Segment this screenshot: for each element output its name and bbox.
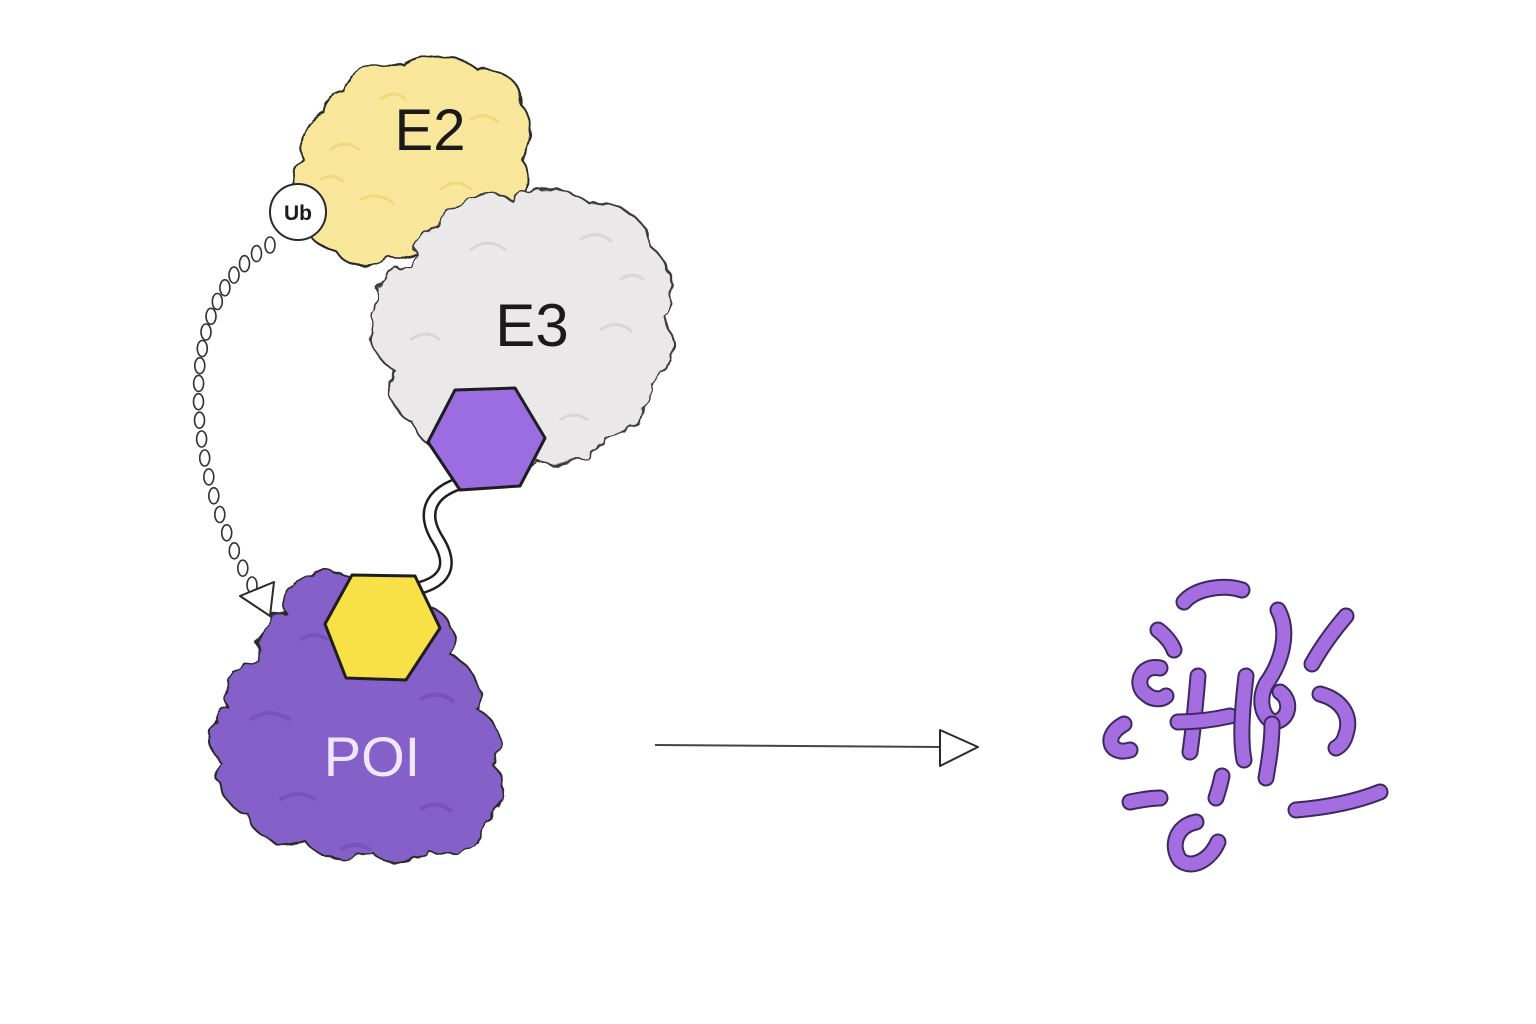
ubiquitin: Ub [269,183,327,241]
dotted-path [192,236,276,594]
e3-ligand-hexagon [426,386,547,492]
e2-texture [319,92,499,206]
peptide-fragment [1151,623,1181,657]
dot-segment [193,411,206,430]
ub-transfer-arrow [192,236,276,617]
e3-texture [409,233,645,422]
peptide-fragment [1209,769,1229,805]
dot-segment [198,449,211,467]
peptide-fragment [1177,580,1249,609]
dot-segment [219,278,231,297]
dot-segment [237,559,249,578]
degraded-peptide-fragments [1102,578,1389,873]
dot-segment [214,505,226,524]
peptide-fragment [1235,669,1253,767]
dot-segment [200,323,212,341]
ub-label: Ub [284,202,312,225]
peptide-fragment [1305,609,1353,671]
arrow-shaft [654,744,943,748]
poi-texture [248,633,456,852]
dot-segment [250,244,263,263]
protac-linker [403,473,481,597]
poi-label: POI [324,725,420,788]
dot-segment [228,266,240,284]
e3-protein: E3 [368,188,673,471]
peptide-fragment [1259,717,1279,785]
dot-segment [238,254,251,273]
dot-segment [195,430,208,448]
dot-segment [194,356,206,375]
e3-label: E3 [495,292,568,359]
transfer-arrowhead [239,581,275,617]
dot-segment [211,292,224,311]
peptide-fragment [1183,669,1205,759]
e2-label: E2 [395,98,466,163]
peptide-fragment [1133,661,1173,706]
degradation-arrow [654,729,979,767]
poi-ligand-hexagon [323,573,442,682]
peptide-fragment [1123,791,1167,809]
dot-segment [192,374,205,393]
dot-segment [192,392,205,411]
dot-segment [203,468,215,486]
peptide-fragment [1168,815,1225,871]
peptide-fragment [1289,785,1387,817]
ub-circle [269,183,327,241]
dot-segment [196,339,209,358]
peptide-fragment [1104,717,1137,758]
dot-segment [264,236,276,254]
peptide-fragment [1171,709,1237,729]
dot-segment [228,541,241,560]
peptide-fragment [1313,687,1355,755]
dot-segment [205,307,217,326]
dot-segment [220,523,233,542]
arrow-head [939,729,979,767]
peptide-fragment [1255,603,1295,729]
dot-segment [208,486,220,505]
